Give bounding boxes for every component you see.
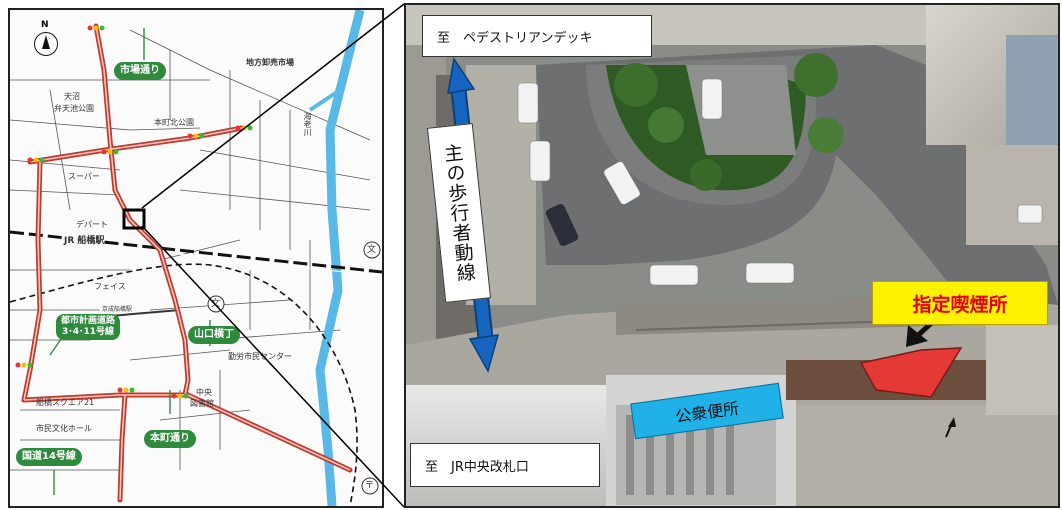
street-map[interactable]: N 地方卸売市場 天沼 弁天池公園 本町北公園 スーパー デパート JR 船橋駅… bbox=[8, 8, 384, 508]
label-river: 海老川 bbox=[303, 112, 312, 136]
label-culture-hall: 市民文化ホール bbox=[36, 424, 92, 433]
road-label-yamaguchi: 山口横丁 bbox=[188, 326, 240, 344]
road-label-honcho: 本町通り bbox=[144, 430, 196, 448]
label-jr-funabashi: JR 船橋駅 bbox=[64, 236, 105, 246]
label-bentenike-park: 弁天池公園 bbox=[54, 104, 94, 113]
label-labor-center: 勤労市民センター bbox=[228, 352, 292, 361]
label-depart: デパート bbox=[76, 220, 108, 229]
label-library: 図書館 bbox=[190, 399, 214, 408]
label-honcho-kita-park: 本町北公園 bbox=[154, 118, 194, 127]
road-label-ichiba: 市場通り bbox=[114, 62, 166, 80]
road-label-toshikeikaku-line2: 3･4･11号線 bbox=[61, 327, 115, 337]
road-label-toshikeikaku-line1: 都市計画道路 bbox=[61, 316, 116, 326]
north-label: N bbox=[41, 20, 49, 30]
label-tennuma: 天沼 bbox=[64, 92, 80, 101]
label-market: 地方卸売市場 bbox=[246, 58, 294, 67]
label-jr-central-gate: 至 JR中央改札口 bbox=[410, 443, 600, 487]
aerial-image bbox=[406, 5, 1058, 506]
label-face: フェイス bbox=[94, 282, 126, 291]
label-keisei-funabashi: 京成船橋駅 bbox=[102, 306, 133, 313]
post-office-icon: 〒 bbox=[365, 481, 375, 491]
road-label-toshikeikaku: 都市計画道路 3･4･11号線 bbox=[56, 314, 121, 340]
school-icon: 文 bbox=[367, 245, 377, 255]
label-chuo: 中央 bbox=[196, 388, 212, 397]
north-arrow: N bbox=[32, 20, 62, 60]
label-pedestrian-deck: 至 ペデストリアンデッキ bbox=[422, 15, 652, 57]
label-super: スーパー bbox=[68, 172, 100, 181]
compass-icon bbox=[34, 32, 58, 56]
label-designated-smoking-area: 指定喫煙所 bbox=[872, 281, 1048, 325]
label-square21: 船橋スクエア21 bbox=[36, 398, 95, 407]
aerial-photo[interactable]: 至 ペデストリアンデッキ 至 JR中央改札口 主の歩行者動線 公衆便所 指定喫煙… bbox=[404, 3, 1060, 508]
road-label-kokudo14: 国道14号線 bbox=[16, 448, 82, 466]
